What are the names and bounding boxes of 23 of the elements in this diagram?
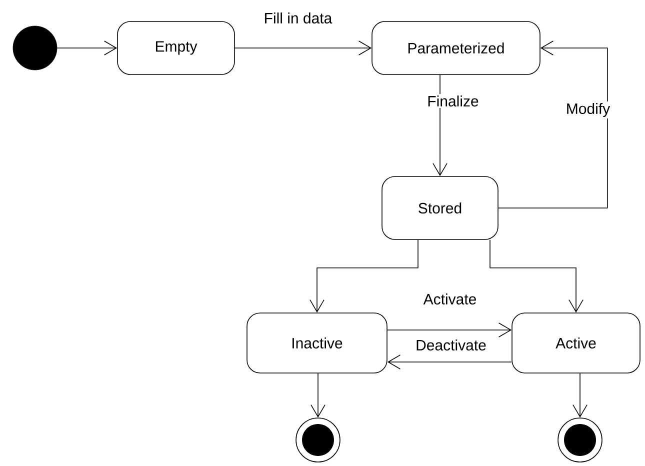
state-box: Empty [117, 21, 235, 75]
arrow [387, 322, 512, 338]
arrow [234, 40, 372, 56]
arrow [490, 240, 584, 313]
arrow [310, 240, 418, 313]
state-box: Stored [382, 176, 498, 240]
final-state [558, 418, 602, 462]
final-state [296, 418, 340, 462]
edge-label: Fill in data [262, 11, 334, 25]
edge-label: Deactivate [414, 338, 488, 352]
edge-label: Activate [422, 292, 478, 306]
arrow [498, 40, 608, 208]
arrow [432, 74, 448, 176]
state-box: Parameterized [372, 21, 540, 75]
edge-label: Modify [564, 102, 612, 118]
initial-state [12, 26, 58, 70]
arrow [572, 373, 588, 418]
state-box: Active [512, 312, 640, 374]
arrow [56, 40, 118, 56]
arrow [387, 354, 512, 370]
edge-label: Finalize [426, 94, 480, 108]
state-box: Inactive [246, 312, 388, 374]
arrow [310, 373, 326, 418]
